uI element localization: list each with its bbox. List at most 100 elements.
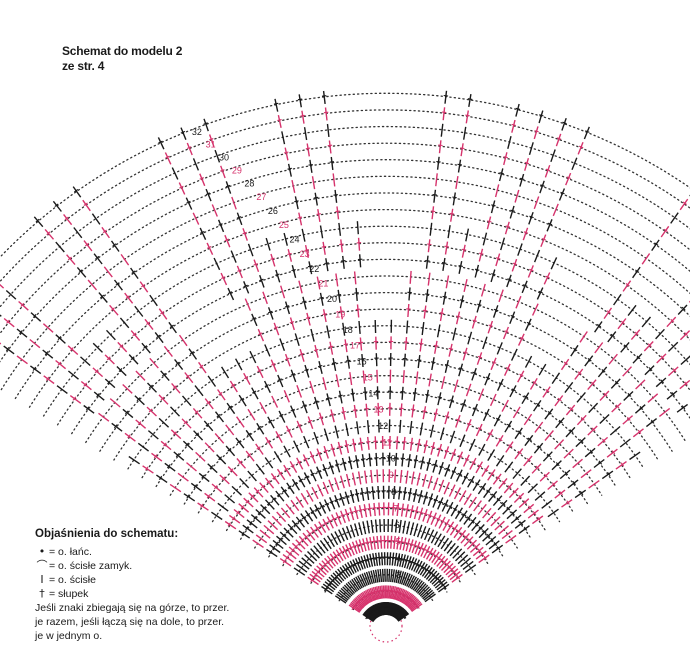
stitch-mark (337, 441, 343, 455)
stitch-mark (492, 305, 499, 318)
stitch-mark (361, 573, 368, 586)
stitch-mark (92, 367, 104, 378)
stitch-crossbar (452, 526, 458, 531)
stitch-mark (367, 436, 370, 450)
stitch-crossbar (672, 368, 677, 373)
stitch-mark (369, 588, 376, 601)
stitch-mark (372, 536, 376, 550)
stitch-mark (149, 294, 158, 307)
stitch-mark (376, 469, 379, 483)
stitch-mark (364, 470, 368, 484)
chain-arc (239, 457, 533, 540)
stitch-mark (575, 437, 586, 448)
stitch-mark (309, 451, 316, 464)
stitch-mark (83, 240, 93, 252)
stitch-crossbar (339, 243, 344, 246)
stitch-mark (443, 563, 454, 574)
stitch-mark (355, 488, 360, 502)
stitch-mark (149, 357, 159, 369)
stitch-crossbar (482, 530, 487, 534)
row-number: 12 (378, 421, 388, 431)
stitch-mark (365, 403, 368, 417)
stitch-crossbar (251, 390, 257, 394)
stitch-crossbar (45, 376, 50, 381)
legend-text-slipstitch: = o. ścisłe zamyk. (49, 560, 133, 572)
stitch-mark (495, 434, 504, 447)
stitch-crossbar (466, 516, 471, 520)
stitch-mark (341, 457, 347, 471)
stitch-mark (285, 425, 293, 438)
stitch-mark (344, 491, 350, 505)
stitch-crossbar (511, 388, 516, 392)
stitch-mark (281, 131, 286, 145)
row-number: 9 (389, 470, 394, 480)
stitch-mark (486, 216, 492, 230)
stitch-mark (394, 607, 404, 619)
stitch-mark (236, 416, 245, 428)
stitch-mark (468, 93, 472, 108)
stitch-mark (376, 586, 381, 600)
row-number: 13 (374, 405, 384, 415)
stitch-crossbar (272, 475, 277, 480)
stitch-crossbar (569, 407, 574, 411)
stitch-mark (334, 189, 338, 203)
stitch-mark (239, 478, 250, 489)
stitch-crossbar (442, 295, 447, 298)
stitch-crossbar (195, 432, 199, 437)
stitch-crossbar (414, 510, 419, 513)
stitch-mark (302, 296, 307, 310)
stitch-mark (426, 458, 431, 471)
chart-row (71, 254, 690, 435)
stitch-mark (418, 507, 424, 521)
stitch-mark (339, 493, 345, 506)
stitch-mark (610, 378, 621, 389)
centre-ring (369, 609, 403, 643)
stitch-crossbar (113, 424, 118, 429)
stitch-crossbar (35, 218, 40, 223)
row-number: 26 (268, 206, 278, 216)
stitch-crossbar (140, 283, 146, 288)
stitch-mark (42, 323, 54, 333)
stitch-mark (30, 312, 42, 322)
chart-title: Schemat do modelu 2 ze str. 4 (62, 44, 182, 74)
stitch-mark (426, 510, 433, 524)
stitch-mark (467, 516, 477, 528)
stitch-mark (213, 257, 221, 271)
stitch-mark (144, 318, 154, 331)
stitch-mark (377, 569, 381, 583)
stitch-mark (243, 372, 251, 385)
stitch-mark (594, 321, 603, 333)
stitch-crossbar (437, 447, 443, 451)
stitch-mark (344, 508, 351, 522)
stitch-crossbar (512, 489, 517, 494)
stitch-mark (194, 385, 204, 397)
stitch-crossbar (278, 537, 283, 542)
stitch-mark (220, 272, 228, 286)
stitch-mark (318, 521, 327, 533)
stitch-crossbar (484, 412, 490, 415)
stitch-crossbar (486, 489, 491, 493)
stitch-mark (56, 385, 68, 394)
stitch-mark (398, 519, 402, 533)
stitch-mark (425, 289, 429, 303)
stitch-crossbar (256, 446, 261, 450)
stitch-mark (452, 548, 463, 559)
stitch-crossbar (596, 323, 602, 328)
stitch-crossbar (601, 438, 606, 443)
stitch-mark (531, 303, 539, 316)
stitch-mark (207, 463, 218, 474)
stitch-crossbar (349, 493, 355, 497)
stitch-mark (406, 521, 411, 535)
stitch-crossbar (341, 461, 346, 464)
stitch-crossbar (555, 462, 560, 467)
row-number: 14 (368, 388, 378, 398)
stitch-crossbar (360, 491, 365, 494)
stitch-crossbar (474, 545, 479, 549)
chain-arc (113, 308, 659, 461)
stitch-crossbar (475, 482, 480, 486)
stitch-mark (454, 507, 463, 520)
stitch-mark (43, 375, 55, 385)
stitch-mark (398, 486, 401, 500)
chain-arc (282, 507, 490, 567)
stitch-crossbar (224, 238, 230, 242)
